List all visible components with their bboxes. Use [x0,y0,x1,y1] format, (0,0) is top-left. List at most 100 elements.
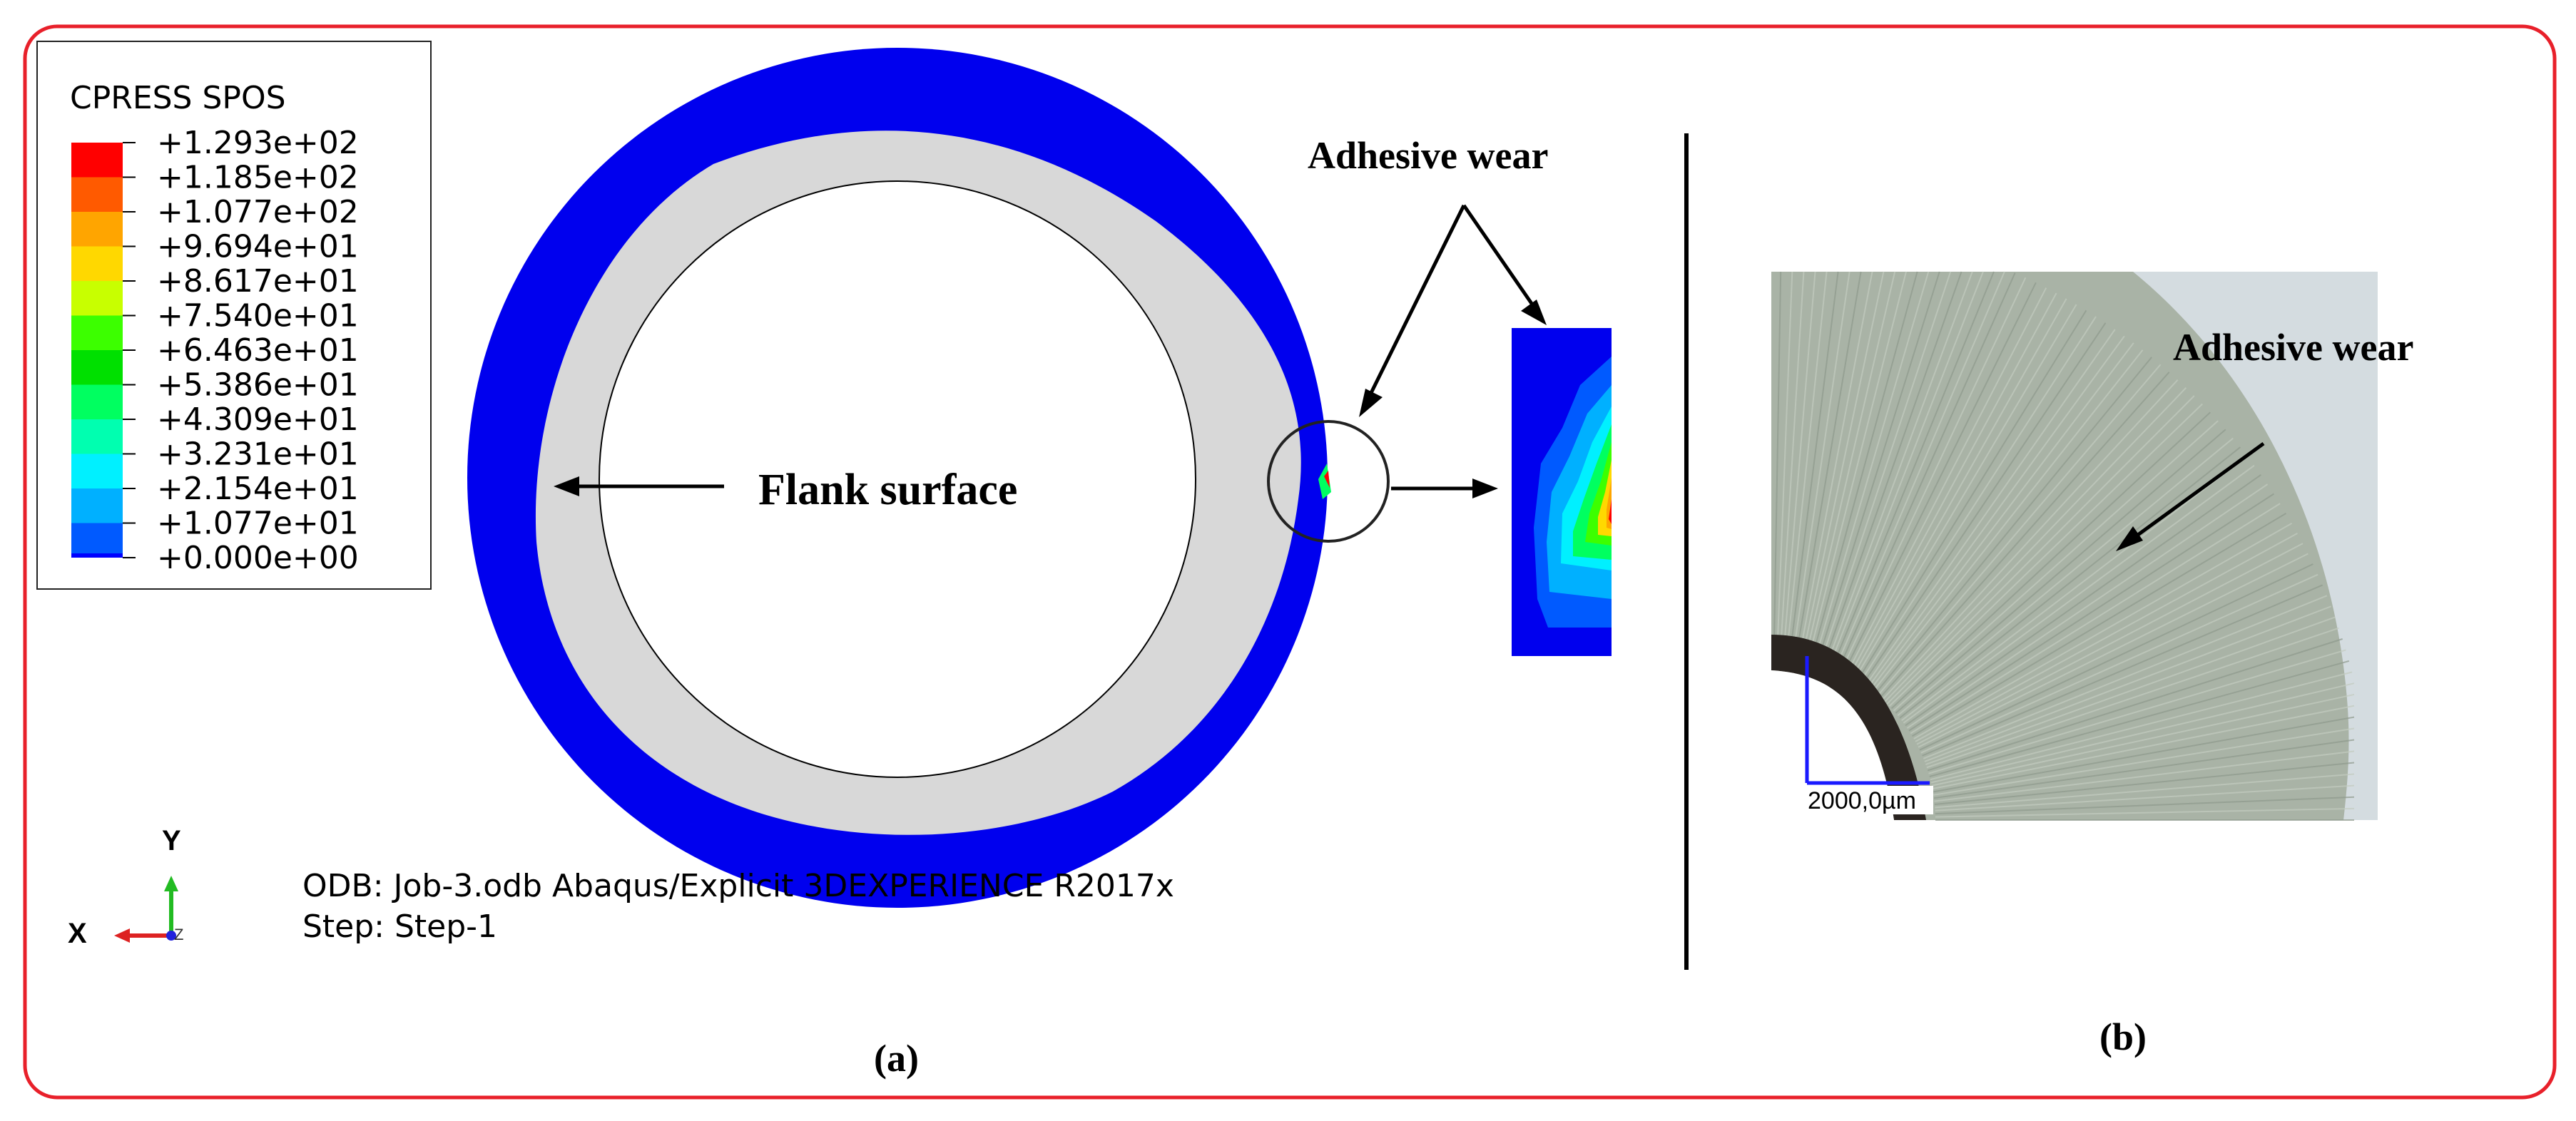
fe-ring-model [467,48,1390,908]
grind-line [1928,649,2346,774]
grind-line [1882,379,2179,700]
grind-line [1927,638,2343,772]
panel-a-arrows [554,204,1547,498]
panel-b-arrow [2116,441,2265,551]
panel-b-label: (b) [2099,1015,2147,1058]
grind-line [1919,563,2313,751]
legend-title: CPRESS SPOS [70,80,286,116]
legend-value: +3.231e+01 [157,436,359,473]
zoom-arrow-head [1472,478,1498,498]
grind-line [1932,705,2355,790]
grind-line [1872,349,2144,692]
grind-line [1831,271,1995,668]
adhesive-wear-label-b: Adhesive wear [2173,326,2413,369]
grind-line [1910,503,2281,734]
grind-line [1840,277,2027,672]
grind-line [1813,271,1930,662]
legend-swatch [71,315,123,350]
legend-value: +9.694e+01 [157,229,359,265]
grind-line [1886,395,2195,705]
triad-z-label: Z [174,926,183,943]
grind-line [1922,584,2323,757]
grind-line [1897,437,2234,717]
legend-value: +6.463e+01 [157,332,359,369]
triad-y-label: Y [162,825,181,856]
grind-line [1792,271,1850,658]
grind-line [1819,271,1952,664]
scale-label-bg [1805,786,1933,814]
legend-swatch [71,212,123,247]
grind-line [1834,271,2005,670]
legend-value: +1.293e+02 [157,125,359,161]
grind-line [1920,573,2318,754]
grind-line [1875,357,2152,694]
legend-values: +1.293e+02+1.185e+02+1.077e+02+9.694e+01… [123,125,359,576]
grind-line [1862,322,2107,685]
grind-line [1773,271,1782,657]
grind-line [1923,595,2328,759]
legend-swatches [71,143,123,558]
grind-line [1926,627,2339,769]
grind-line [1895,429,2226,714]
grind-line [1798,271,1873,659]
legend-swatch [71,553,123,558]
adhesive-arrow-left-head [1359,389,1383,417]
grind-line [1930,682,2355,784]
grind-line [1903,464,2255,724]
triad-z-axis [166,931,176,941]
grind-line [1933,739,2355,799]
adhesive-arrow-left [1368,204,1466,397]
grind-line [1935,807,2355,818]
legend-swatch [71,488,123,523]
legend-swatch [71,384,123,419]
grind-line [1908,493,2275,732]
figure-frame [23,24,2557,1100]
grind-line [1901,456,2248,722]
legend-swatch [71,246,123,281]
grind-line [1935,784,2355,812]
grind-line [1930,671,2353,781]
grind-line [1918,553,2308,748]
legend-swatch [71,454,123,488]
panel-b-arrow-head [2116,526,2143,551]
legend-value: +0.000e+00 [157,540,359,576]
grind-line [1879,372,2170,698]
legend-value: +1.077e+02 [157,194,359,230]
triad-x-label: X [68,918,87,949]
legend-swatch [71,143,123,178]
bore-edge [1771,635,1926,820]
grind-line [1867,335,2125,688]
grind-line [1779,271,1805,657]
grind-line [1915,533,2298,742]
legend-swatch [71,177,123,212]
magnifier-circle [1267,420,1390,543]
grind-line [1888,403,2203,707]
grind-line [1905,474,2261,727]
step-info: Step: Step-1 [302,908,497,945]
panel-b-arrow-line [2132,441,2265,541]
grind-line [1931,693,2355,787]
grind-line [1935,796,2355,815]
grind-line [1776,271,1793,657]
triad-y-head [164,876,178,891]
grind-line [1933,716,2355,793]
grind-line [1782,271,1816,657]
contact-spot-peak [1324,471,1330,488]
grind-line [1870,342,2134,690]
grind-line [1804,271,1896,660]
legend-value: +4.309e+01 [157,401,359,438]
adhesive-arrow-right [1462,204,1536,308]
grind-line [1916,543,2303,745]
grind-line [1899,446,2241,719]
grind-line [1906,483,2269,729]
adhesive-wear-label-a: Adhesive wear [1308,134,1548,177]
legend-value: +5.386e+01 [157,367,359,404]
grind-line [1801,271,1885,660]
flank-surface-label: Flank surface [758,466,1017,514]
grind-line [1890,411,2211,710]
grind-line [1811,271,1918,662]
grind-line [1846,287,2047,675]
inset-band-peak [1609,499,1612,524]
grind-line [1913,522,2293,739]
